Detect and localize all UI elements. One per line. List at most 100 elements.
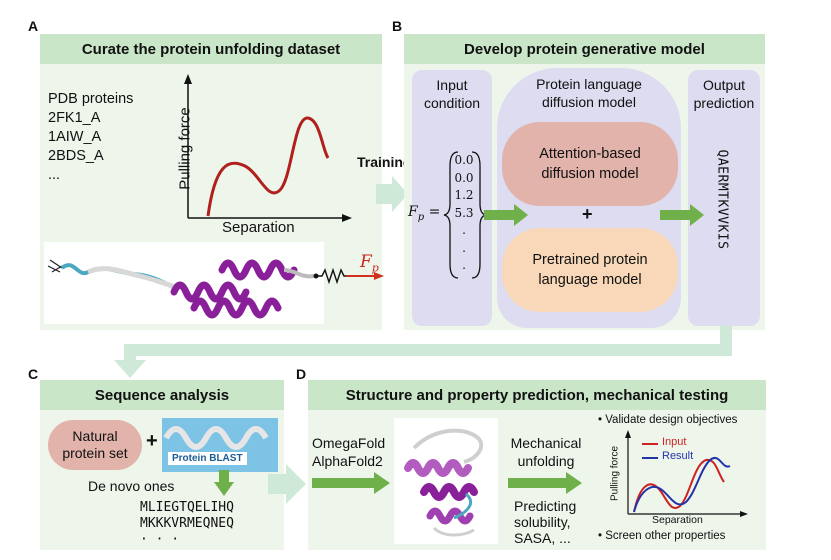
protein-structure-illustration: [47, 259, 384, 319]
vector-value: 5.3: [454, 205, 474, 220]
equals-sign: =: [424, 204, 441, 220]
predicted-structure-illustration: [404, 428, 484, 537]
pretrained-language-box: Pretrained protein language model: [502, 228, 678, 312]
sequence-item: MLIEGTQELIHQ: [140, 500, 234, 515]
list-item: 2BDS_A: [48, 148, 104, 164]
panel-d-title: Structure and property prediction, mecha…: [308, 380, 766, 410]
vector-lhs: Fp =: [408, 204, 440, 223]
predict-line2: solubility,: [514, 514, 571, 530]
pretrained-line1: Pretrained protein: [532, 252, 648, 268]
list-item: 1AIW_A: [48, 129, 102, 145]
mini-result-curve: [633, 457, 731, 513]
panel-a-title: Curate the protein unfolding dataset: [40, 34, 382, 64]
attention-line2: diffusion model: [541, 166, 639, 182]
output-title-line2: prediction: [693, 95, 755, 111]
force-label: Fp: [360, 252, 379, 274]
output-title: Output prediction: [688, 76, 760, 112]
arrow-to-mini-plot: [508, 472, 582, 494]
bullet-validate: • Validate design objectives: [598, 414, 737, 426]
diffusion-title-line1: Protein language: [536, 76, 642, 92]
force-curve: [206, 116, 330, 217]
vector-value: 0.0: [454, 170, 474, 185]
input-column: [412, 70, 492, 326]
bullet-text: Validate design objectives: [605, 414, 738, 426]
predict-line3: SASA, ...: [514, 530, 571, 546]
vector-values: 0.0 0.0 1.2 5.3 . . .: [452, 152, 476, 275]
plot-y-arrowhead: [184, 74, 192, 84]
output-sequence: QAERMTKVVKIS: [714, 149, 730, 250]
vector-value: 1.2: [454, 188, 474, 202]
mech-line2: unfolding: [517, 453, 575, 469]
panel-b-letter: B: [392, 18, 403, 34]
attention-line1: Attention-based: [539, 146, 641, 162]
panel-c-letter: C: [28, 366, 39, 382]
tool-item: OmegaFold: [312, 435, 386, 451]
mini-input-curve: [633, 458, 725, 513]
mechanical-unfolding: Mechanical unfolding: [506, 434, 586, 470]
plus-sign: +: [582, 204, 593, 224]
panel-d-letter: D: [296, 366, 307, 382]
bullet-dot: •: [598, 530, 606, 542]
force-arrowhead: [374, 272, 384, 280]
vector-value: .: [462, 258, 466, 272]
generated-sequences: MLIEGTQELIHQ MKKKVRMEQNEQ · · ·: [140, 500, 234, 548]
diffusion-title: Protein language diffusion model: [497, 75, 681, 111]
attention-diffusion-box: Attention-based diffusion model: [502, 122, 678, 206]
legend-input-label: Input: [662, 436, 687, 448]
helix-group: [170, 259, 298, 319]
mech-line1: Mechanical: [510, 435, 582, 451]
list-item: PDB proteins: [48, 91, 134, 107]
force-symbol: F: [360, 252, 372, 272]
plot-ylabel: Pulling force: [176, 107, 194, 190]
plus-sign-c: +: [146, 430, 158, 452]
predicting-properties: Predicting solubility, SASA, ...: [514, 498, 576, 546]
predict-line1: Predicting: [514, 498, 577, 514]
plot-x-arrowhead: [342, 214, 352, 222]
mini-force-plot: [625, 430, 748, 517]
unfolded-chain-gray: [86, 266, 179, 291]
arrow-input-to-model: [484, 204, 528, 226]
folding-tools: OmegaFold AlphaFold2: [312, 434, 385, 470]
panel-b-title: Develop protein generative model: [404, 34, 765, 64]
anchor-icon: [47, 259, 63, 273]
list-item: ...: [48, 167, 61, 183]
mini-ylabel: Pulling force: [609, 445, 621, 502]
blast-label: Protein BLAST: [168, 452, 247, 465]
output-title-line1: Output: [702, 77, 746, 93]
arrow-c-to-d: [268, 464, 306, 504]
output-column: [688, 70, 760, 326]
blast-helix-icon: [163, 426, 269, 450]
arrow-model-to-output: [660, 204, 704, 226]
natural-line2: protein set: [62, 445, 128, 461]
vector-lhs-subscript: p: [417, 211, 425, 223]
training-label: Training: [357, 154, 412, 170]
chain-tail: [283, 268, 315, 279]
protein-list: PDB proteins 2FK1_A 1AIW_A 2BDS_A ...: [48, 90, 133, 185]
bullet-text: Screen other properties: [605, 530, 726, 542]
force-separation-plot: [184, 74, 352, 222]
input-title-line2: condition: [423, 95, 481, 111]
diffusion-title-line2: diffusion model: [542, 94, 636, 110]
vector-value: 0.0: [454, 153, 474, 167]
input-title-line1: Input: [436, 77, 468, 93]
protein-blast-logo: Protein BLAST: [162, 418, 278, 472]
input-title: Input condition: [412, 76, 492, 112]
legend-result-label: Result: [662, 450, 694, 462]
bullet-dot: •: [598, 414, 606, 426]
panel-c-title: Sequence analysis: [40, 380, 284, 410]
panel-a-letter: A: [28, 18, 39, 34]
vector-value: .: [462, 240, 466, 255]
spring-icon: [316, 267, 348, 285]
natural-protein-set: Natural protein set: [48, 420, 142, 470]
sequence-item: · · ·: [140, 532, 180, 547]
vector-lhs-symbol: F: [408, 204, 418, 220]
vector-value: .: [462, 223, 466, 237]
mini-x-arrowhead: [740, 511, 748, 517]
natural-line1: Natural: [72, 428, 118, 444]
force-subscript: p: [371, 261, 379, 275]
sequence-item: MKKKVRMEQNEQ: [140, 516, 234, 531]
plot-xlabel: Separation: [222, 219, 295, 236]
bullet-screen: • Screen other properties: [598, 530, 725, 542]
list-item: 2FK1_A: [48, 110, 101, 126]
mini-y-arrowhead: [625, 430, 631, 438]
